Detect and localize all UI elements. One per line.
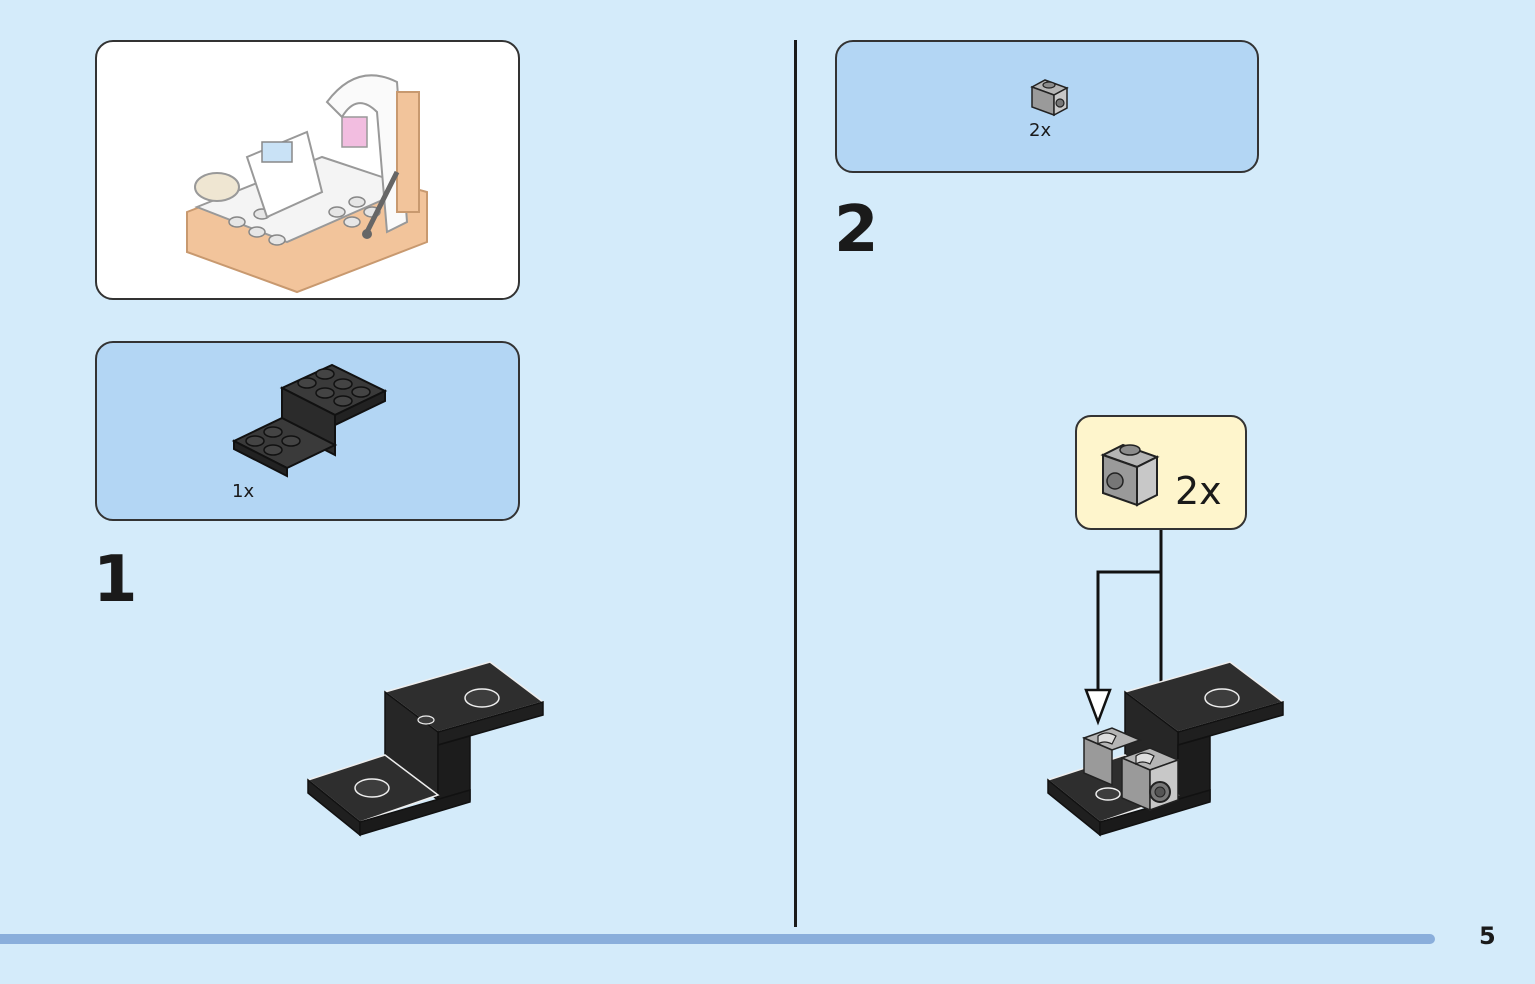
parts-quantity-step-2: 2x bbox=[1029, 120, 1052, 141]
model-preview-panel bbox=[95, 40, 520, 300]
parts-list-step-1: 1x bbox=[95, 341, 520, 521]
callout-quantity: 2x bbox=[1175, 469, 1222, 513]
page-number: 5 bbox=[1479, 922, 1496, 950]
step-2-bracket-with-bricks-image bbox=[1046, 661, 1285, 837]
bracket-plate-icon bbox=[231, 363, 388, 478]
model-preview-image bbox=[186, 74, 428, 294]
grey-1x1-brick-with-stud-icon bbox=[1030, 79, 1069, 117]
step-number-2: 2 bbox=[834, 193, 879, 267]
parts-list-step-2: 2x bbox=[835, 40, 1259, 173]
step-2-callout: 2x bbox=[1075, 415, 1247, 530]
step-number-1: 1 bbox=[93, 543, 138, 617]
page-divider bbox=[794, 40, 797, 927]
parts-quantity-step-1: 1x bbox=[232, 481, 255, 502]
arrow-down-icon bbox=[1084, 688, 1112, 726]
step-1-bracket-image bbox=[306, 661, 545, 837]
page-footer-bar bbox=[0, 934, 1435, 944]
grey-1x1-brick-with-stud-icon bbox=[1100, 443, 1160, 507]
